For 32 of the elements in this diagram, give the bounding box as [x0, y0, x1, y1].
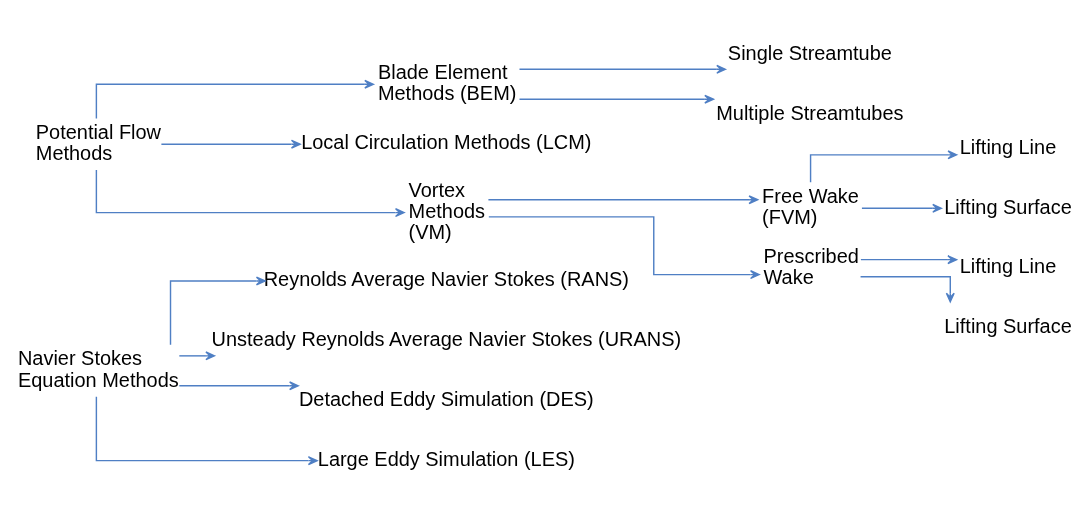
arrow [160, 139, 301, 149]
node-text: Navier Stokes Equation Methods [17, 347, 179, 391]
node-text: Free Wake (FVM) [762, 184, 859, 229]
node-text: Detached Eddy Simulation (DES) [298, 388, 594, 411]
node-text: Large Eddy Simulation (LES) [317, 447, 575, 470]
node-text: Multiple Streamtubes [716, 101, 904, 124]
node-text: Lifting Line [959, 135, 1057, 158]
arrow [487, 195, 759, 205]
node-text: Single Streamtube [727, 41, 892, 64]
node-text: Potential Flow Methods [35, 120, 162, 165]
arrow [178, 351, 216, 361]
arrow [518, 64, 727, 74]
node-text: Prescribed Wake [763, 244, 859, 289]
node-text: Lifting Line [959, 255, 1057, 278]
arrow [809, 150, 958, 183]
arrow [95, 169, 405, 218]
node-text: Vortex Methods (VM) [408, 178, 486, 244]
arrow [95, 396, 318, 466]
arrow [95, 79, 375, 120]
arrow [178, 381, 299, 391]
node-text: Unsteady Reynolds Average Navier Stokes (URANS) [211, 328, 682, 351]
node-text: Lifting Surface [944, 195, 1072, 218]
arrow [860, 255, 958, 265]
node-text: Reynolds Average Navier Stokes (RANS) [263, 268, 630, 291]
arrow [169, 276, 266, 346]
arrow [859, 276, 955, 303]
node-text: Local Circulation Methods (LCM) [301, 131, 592, 154]
arrow [488, 216, 760, 280]
node-text: Blade Element Methods (BEM) [377, 60, 517, 105]
arrow [861, 203, 943, 213]
arrow [518, 94, 715, 104]
node-text: Lifting Surface [944, 315, 1072, 338]
